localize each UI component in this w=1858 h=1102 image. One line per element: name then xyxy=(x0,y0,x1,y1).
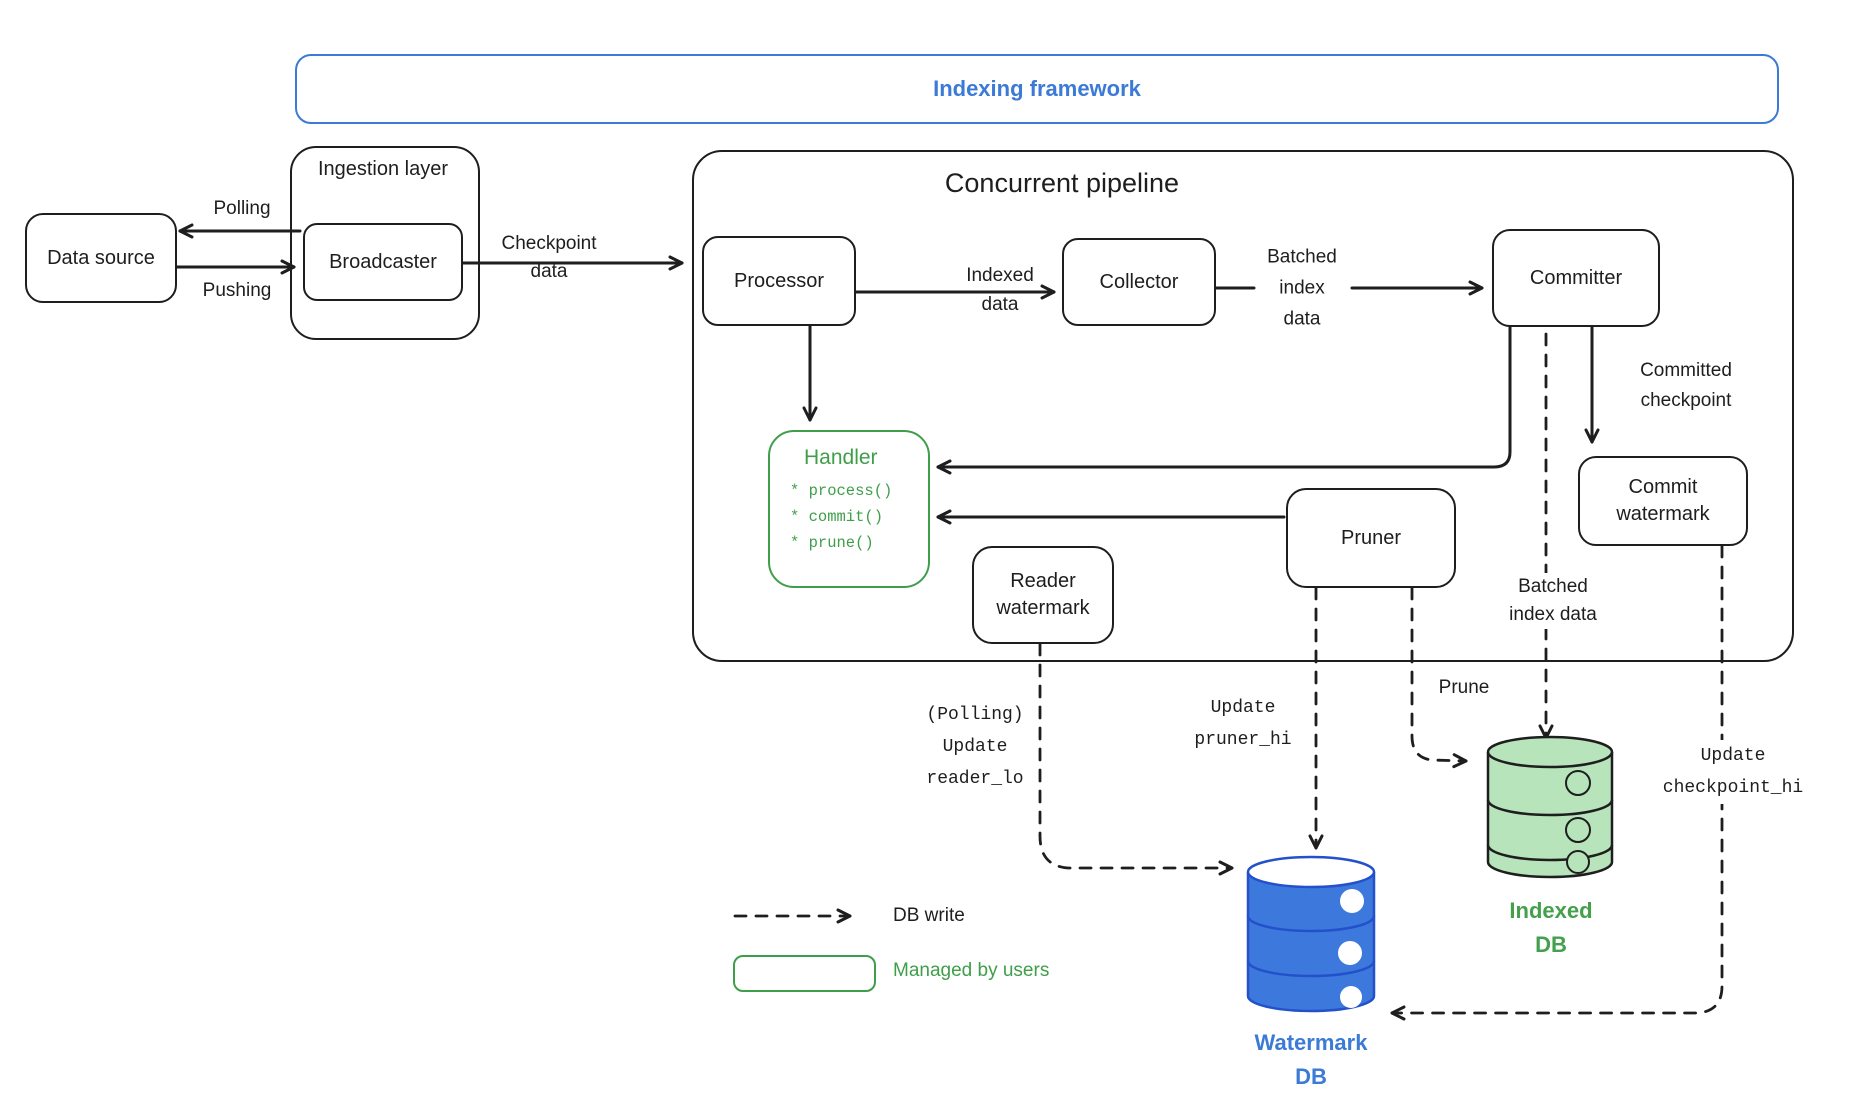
update-checkpoint-hi-arrow xyxy=(1390,544,1724,1021)
db-dot xyxy=(1566,850,1590,874)
collector-node: Collector xyxy=(1062,238,1216,326)
concurrent-pipeline-group xyxy=(692,150,1794,662)
polling-label: Polling xyxy=(213,198,271,219)
reader-watermark-node: Reader watermark xyxy=(972,546,1114,644)
broadcaster-node: Broadcaster xyxy=(303,223,463,301)
handler-method-process: * process() xyxy=(790,482,893,500)
processor-node: Processor xyxy=(702,236,856,326)
indexed-db-label: Indexed DB xyxy=(1509,898,1593,957)
data-source-node: Data source xyxy=(25,213,177,303)
update-reader-lo-arrow xyxy=(1038,642,1234,876)
prune-label: Prune xyxy=(1438,677,1490,698)
indexing-framework-banner: Indexing framework xyxy=(295,54,1779,124)
committed-checkpoint-label: Committed checkpoint xyxy=(1640,360,1732,411)
watermark-db-icon xyxy=(1246,855,1376,1013)
db-dot xyxy=(1340,986,1362,1008)
indexed-db-icon xyxy=(1486,735,1614,879)
indexing-framework-title: Indexing framework xyxy=(933,76,1141,101)
db-dot xyxy=(1565,770,1591,796)
legend-managed-by-users-label: Managed by users xyxy=(893,960,1050,981)
committer-to-handler-arrow xyxy=(936,322,1512,475)
concurrent-pipeline-title: Concurrent pipeline xyxy=(944,168,1180,198)
checkpoint-data-label: Checkpoint data xyxy=(501,233,597,282)
legend-managed-by-users-swatch xyxy=(733,955,876,992)
handler-node: Handler * process() * commit() * prune() xyxy=(768,430,930,588)
db-dot xyxy=(1565,817,1591,843)
batched-index-data-bottom-label: Batched index data xyxy=(1506,573,1600,629)
ingestion-layer-group xyxy=(290,146,480,340)
legend-db-write-label: DB write xyxy=(893,905,965,926)
pruner-node: Pruner xyxy=(1286,488,1456,588)
ingestion-layer-title: Ingestion layer xyxy=(317,158,449,180)
db-dot xyxy=(1340,889,1364,913)
pushing-label: Pushing xyxy=(202,280,272,301)
watermark-db-label: Watermark DB xyxy=(1254,1030,1368,1089)
db-dot xyxy=(1338,941,1362,965)
update-reader-lo-label: (Polling) Update reader_lo xyxy=(926,705,1024,789)
update-checkpoint-hi-label: Update checkpoint_hi xyxy=(1659,740,1807,804)
prune-arrow xyxy=(1410,586,1468,769)
indexed-data-label: Indexed data xyxy=(966,265,1034,315)
handler-title: Handler xyxy=(804,446,878,469)
commit-watermark-node: Commit watermark xyxy=(1578,456,1748,546)
update-pruner-hi-label: Update pruner_hi xyxy=(1194,698,1292,750)
handler-method-commit: * commit() xyxy=(790,508,884,526)
handler-method-prune: * prune() xyxy=(790,534,874,552)
batched-index-data-top-label: Batched index data xyxy=(1267,246,1337,330)
committer-node: Committer xyxy=(1492,229,1660,327)
